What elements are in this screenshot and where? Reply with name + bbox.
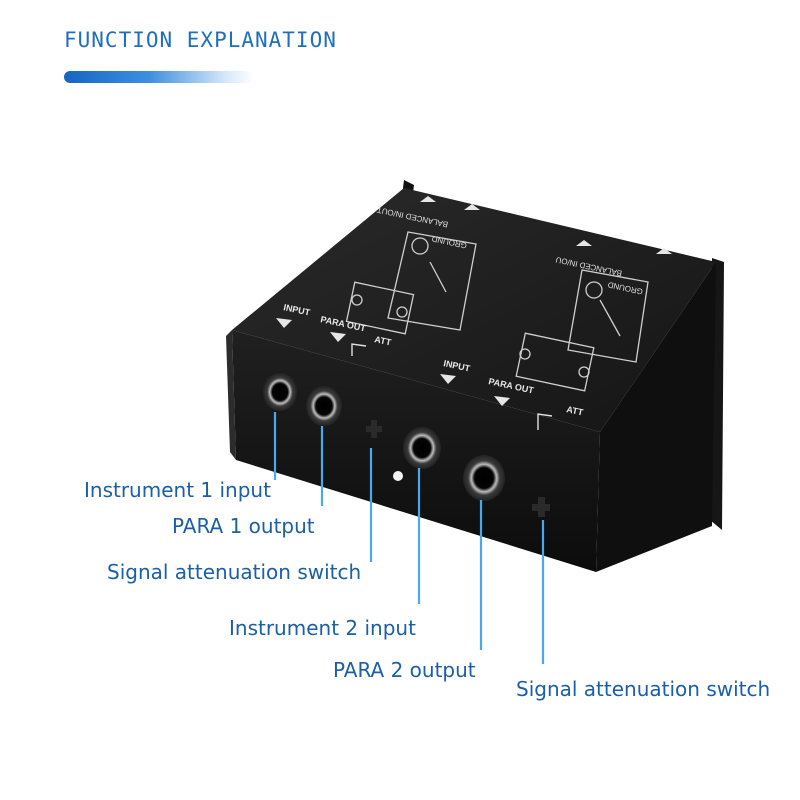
channel-2-schematic (515, 269, 649, 392)
jack-instrument-1-input (263, 373, 297, 411)
callout-leader-lines (273, 412, 545, 664)
callout-instrument-1-input: Instrument 1 input (84, 478, 271, 502)
jack-para-2-output (463, 455, 505, 501)
callout-para-2-output: PARA 2 output (333, 658, 476, 682)
channel-1-schematic (345, 231, 477, 335)
page-title: FUNCTION EXPLANATION (64, 28, 337, 52)
device-left-edge (226, 330, 236, 460)
ch2-att-label: ATT (566, 404, 585, 417)
attenuation-switch-2 (532, 497, 550, 517)
callout-signal-attenuation-switch-2: Signal attenuation switch (516, 677, 771, 701)
device-right-panel (596, 262, 716, 572)
callout-para-1-output: PARA 1 output (172, 514, 315, 538)
ch1-att-label: ATT (374, 334, 393, 347)
callout-signal-attenuation-switch-1: Signal attenuation switch (107, 560, 362, 584)
jack-para-1-output (306, 386, 342, 426)
title-underline-bar (64, 71, 254, 83)
attenuation-switch-1 (366, 420, 382, 438)
top-panel-arrows (276, 196, 672, 406)
callout-instrument-2-input: Instrument 2 input (229, 616, 416, 640)
front-screw (393, 471, 403, 481)
jack-instrument-2-input (403, 427, 441, 469)
device-top-panel (232, 188, 716, 432)
